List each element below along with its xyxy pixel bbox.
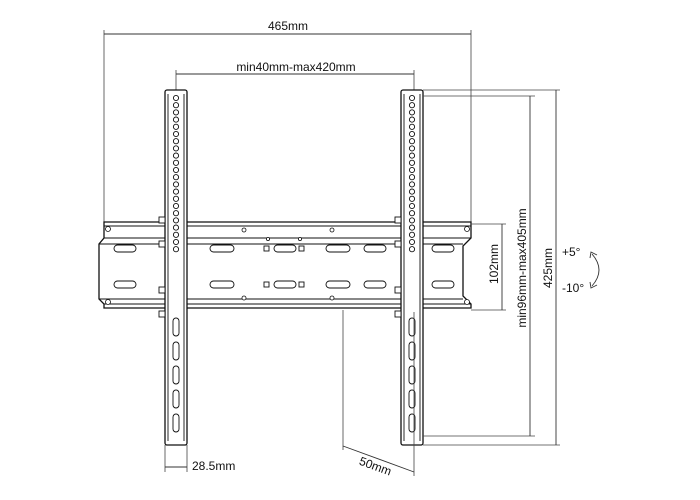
arm-hole (408, 138, 416, 145)
arm-hole (172, 159, 180, 166)
arm-hole (172, 195, 180, 202)
overall-height-label: 425mm (541, 248, 555, 288)
tilt-indicator: +5° -10° (562, 245, 600, 295)
horizontal-spacing-label: min40mm-max420mm (236, 60, 355, 74)
arm-hole (408, 166, 416, 174)
arm-hole (408, 152, 416, 159)
arm-hole (408, 94, 416, 102)
arm-hole (172, 116, 180, 123)
arm-hole (408, 231, 416, 238)
arm-hole (408, 188, 416, 195)
tilt-arc-icon (591, 253, 600, 287)
arm-hole (408, 109, 416, 116)
arm-hole (172, 224, 180, 231)
arm-hole (408, 123, 416, 130)
arm-slot (172, 389, 180, 409)
arm-hole (408, 102, 416, 109)
arm-slot (172, 317, 180, 337)
arm-hole (408, 181, 416, 188)
arm-slot (408, 317, 416, 337)
arm-hole (172, 246, 180, 253)
vertical-spacing-dimension: min96mm-max405mm (423, 95, 535, 437)
arrow-up-icon (589, 251, 598, 259)
plate-slots-upper (113, 244, 455, 253)
arm-hole (172, 231, 180, 238)
arm-slot (408, 365, 416, 385)
arm-hole (408, 202, 416, 210)
arm-hole (408, 130, 416, 138)
arm-slots (408, 317, 416, 433)
arm-hole (172, 123, 180, 130)
arm-hole (408, 195, 416, 202)
arm-hole (408, 159, 416, 166)
arm-hole (172, 174, 180, 181)
arm-hole (408, 210, 416, 217)
arm-hole (172, 130, 180, 138)
arm-hole (172, 145, 180, 152)
arm-width-label: 28.5mm (192, 459, 235, 473)
arm-slot (172, 365, 180, 385)
arm-hole (172, 202, 180, 210)
screw-icon (105, 299, 111, 305)
arm-slot (172, 341, 180, 361)
tilt-down-label: -10° (562, 281, 584, 295)
arm-hole (172, 217, 180, 224)
arm-hole (172, 188, 180, 195)
arm-hole (172, 138, 180, 145)
arm-holes (172, 94, 180, 253)
plate-height-label: 102mm (487, 244, 501, 284)
plate-slots-lower (113, 280, 455, 289)
right-vertical-arm (394, 89, 424, 446)
arm-holes (408, 94, 416, 253)
arm-slots (172, 317, 180, 433)
horizontal-spacing-dimension: min40mm-max420mm (175, 60, 415, 94)
arm-hole (172, 109, 180, 116)
arm-slot (408, 389, 416, 409)
arrow-down-icon (589, 281, 598, 289)
left-vertical-arm (158, 89, 188, 446)
arm-hole (408, 224, 416, 231)
overall-width-label: 465mm (268, 19, 308, 33)
arm-hole (172, 152, 180, 159)
arm-hole (172, 94, 180, 102)
plate-height-dimension: 102mm (471, 223, 506, 311)
arm-hole (172, 238, 180, 246)
arm-hole (172, 102, 180, 109)
arm-hole (172, 181, 180, 188)
overall-width-dimension: 465mm (103, 19, 472, 222)
arm-hole (408, 174, 416, 181)
arm-hole (172, 166, 180, 174)
arm-slot (408, 341, 416, 361)
screw-icon (105, 226, 111, 232)
arm-width-dimension: 28.5mm (164, 445, 235, 473)
arm-hole (172, 210, 180, 217)
arm-hole (408, 238, 416, 246)
arm-hole (408, 145, 416, 152)
overall-height-dimension: 425mm (423, 89, 560, 446)
arm-hole (408, 217, 416, 224)
tilt-up-label: +5° (562, 245, 581, 259)
arm-slot (408, 413, 416, 433)
arm-hole (408, 246, 416, 253)
arm-hole (408, 116, 416, 123)
screw-icon (464, 299, 470, 305)
screw-icon (464, 226, 470, 232)
vertical-spacing-label: min96mm-max405mm (515, 208, 529, 327)
arm-slot (172, 413, 180, 433)
